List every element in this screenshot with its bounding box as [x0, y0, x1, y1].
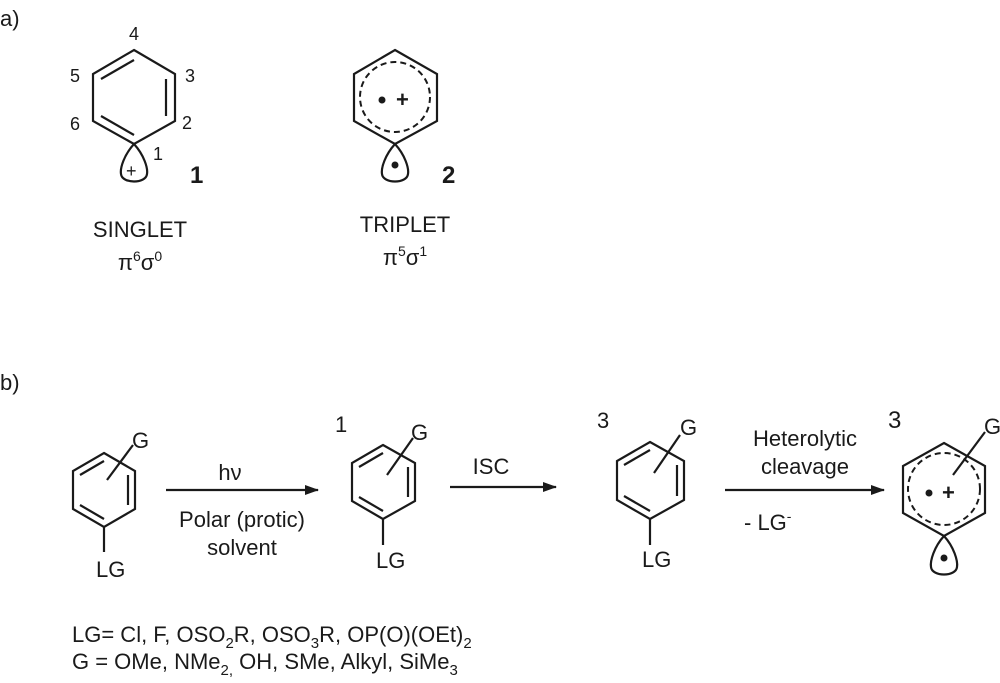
lg-label: LG: [96, 557, 125, 582]
sigma-orbital-lobe: [929, 534, 959, 576]
lg-label: LG: [376, 548, 405, 573]
charge-plus: +: [126, 161, 137, 181]
position-3: 3: [185, 66, 195, 86]
charge-plus: +: [942, 480, 955, 505]
substrate-aryl: G LG: [71, 428, 149, 582]
singlet-phenyl-cation: + 1 2 3 4 5 6 1 SINGLET π6σ0: [70, 24, 203, 275]
radical-dot: [925, 489, 933, 497]
part-a-label: a): [0, 6, 20, 31]
delocalized-ring: [359, 61, 431, 133]
g-bond: [952, 431, 986, 476]
sigma-orbital-lobe: [119, 142, 149, 183]
lg-definition: LG= Cl, F, OSO2R, OSO3R, OP(O)(OEt)2: [72, 622, 472, 652]
radical-dot: [940, 554, 948, 562]
triplet-configuration: π5σ1: [383, 243, 428, 270]
triplet-label: TRIPLET: [360, 212, 450, 237]
position-6: 6: [70, 114, 80, 134]
double-bond: [100, 115, 135, 136]
double-bond: [358, 452, 384, 468]
multiplicity-label: 1: [335, 412, 347, 437]
delocalized-ring: [907, 452, 981, 526]
triplet-excited-aryl: 3 G LG: [597, 408, 697, 572]
part-b-label: b): [0, 370, 20, 395]
g-label: G: [132, 428, 149, 453]
g-bond: [106, 444, 134, 481]
compound-number-2: 2: [442, 162, 455, 189]
position-2: 2: [182, 113, 192, 133]
isc-label: ISC: [473, 454, 510, 479]
benzene-ring: [71, 451, 137, 529]
multiplicity-label: 3: [888, 407, 901, 434]
multiplicity-label: 3: [597, 408, 609, 433]
triplet-phenyl-cation: + 2 TRIPLET π5σ1: [352, 48, 455, 270]
minus-lg-label: - LG-: [744, 508, 792, 535]
double-bond: [623, 449, 651, 466]
position-1: 1: [153, 144, 163, 164]
sigma-orbital-lobe: [380, 142, 410, 183]
double-bond: [100, 59, 135, 80]
radical-dot: [391, 161, 399, 169]
benzene-ring: [91, 48, 177, 146]
position-5: 5: [70, 66, 80, 86]
double-bond: [79, 460, 105, 476]
double-bond: [358, 496, 384, 512]
compound-number-1: 1: [190, 162, 203, 189]
benzene-ring: [615, 440, 686, 521]
g-label: G: [680, 415, 697, 440]
g-bond: [386, 437, 414, 476]
singlet-excited-aryl: 1 G LG: [335, 412, 428, 573]
heterolytic-label: Heterolytic: [753, 426, 857, 451]
singlet-configuration: π6σ0: [118, 248, 163, 275]
triplet-phenyl-cation-product: + 3 G: [888, 407, 1000, 576]
benzene-ring: [350, 443, 417, 521]
radical-dot: [378, 96, 386, 104]
singlet-label: SINGLET: [93, 217, 187, 242]
position-4: 4: [129, 24, 139, 44]
charge-plus: +: [396, 87, 409, 112]
g-label: G: [984, 414, 1000, 439]
g-definition: G = OMe, NMe2, OH, SMe, Alkyl, SiMe3: [72, 649, 458, 679]
g-bond: [653, 434, 681, 474]
lg-label: LG: [642, 547, 671, 572]
g-label: G: [411, 420, 428, 445]
solvent-label-1: Polar (protic): [179, 507, 305, 532]
double-bond: [79, 504, 105, 520]
cleavage-label: cleavage: [761, 454, 849, 479]
double-bond: [623, 495, 651, 512]
solvent-label-2: solvent: [207, 535, 277, 560]
hv-label: hν: [218, 460, 241, 485]
